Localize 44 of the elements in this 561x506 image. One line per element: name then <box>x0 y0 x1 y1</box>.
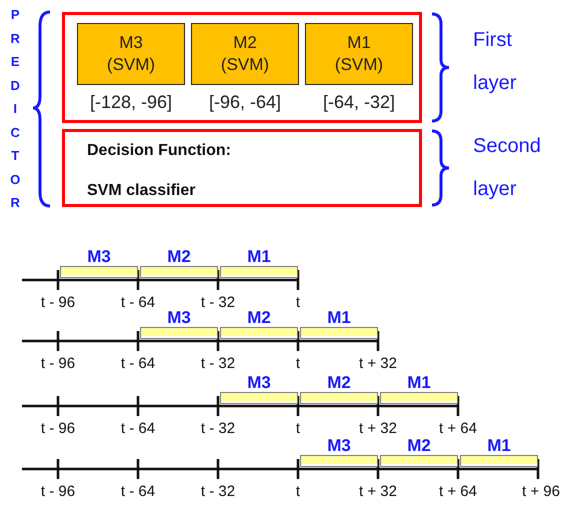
model-label: M3 <box>166 308 192 328</box>
model-label: M1 <box>326 308 352 328</box>
layer-frame <box>62 12 422 123</box>
layer-label: First layer <box>473 28 518 96</box>
layer-label: Second layer <box>473 134 542 202</box>
model-label: M1 <box>406 373 432 393</box>
model-label: M3 <box>326 436 352 456</box>
tick-label: t <box>296 294 300 311</box>
interval-label: [-96, -64] <box>208 91 282 113</box>
tick-label: t <box>296 355 300 372</box>
interval-label: [-64, -32] <box>322 91 396 113</box>
tick-label: t + 32 <box>359 355 397 372</box>
model-label: M1 <box>486 436 512 456</box>
tick-label: t + 64 <box>439 483 477 500</box>
tick-label: t - 32 <box>200 483 236 500</box>
tick-label: t + 32 <box>359 420 397 437</box>
tick-label: t - 64 <box>120 294 156 311</box>
tick-label: t - 32 <box>200 420 236 437</box>
model-label: M2 <box>326 373 352 393</box>
model-label: M2 <box>246 308 272 328</box>
layer-frame <box>62 129 422 207</box>
tick-label: t - 64 <box>120 420 156 437</box>
tick-label: t - 64 <box>120 483 156 500</box>
tick-label: t - 96 <box>40 483 76 500</box>
tick-label: t - 96 <box>40 294 76 311</box>
tick-label: t + 32 <box>359 483 397 500</box>
model-label: M3 <box>246 373 272 393</box>
tick-label: t <box>296 420 300 437</box>
interval-label: [-128, -96] <box>90 91 172 113</box>
tick-label: t + 96 <box>522 483 560 500</box>
tick-label: t - 96 <box>40 355 76 372</box>
layer-text: Decision Function: <box>87 142 231 160</box>
model-label: M1 <box>246 247 272 267</box>
tick-label: t - 96 <box>40 420 76 437</box>
tick-label: t - 64 <box>120 355 156 372</box>
tick-label: t - 32 <box>200 355 236 372</box>
model-label: M2 <box>166 247 192 267</box>
model-label: M2 <box>406 436 432 456</box>
tick-label: t + 64 <box>439 420 477 437</box>
vertical-label: PREDICTOR <box>9 6 22 212</box>
tick-label: t <box>296 483 300 500</box>
model-label: M3 <box>86 247 112 267</box>
tick-label: t - 32 <box>200 294 236 311</box>
layer-text: SVM classifier <box>87 182 196 200</box>
